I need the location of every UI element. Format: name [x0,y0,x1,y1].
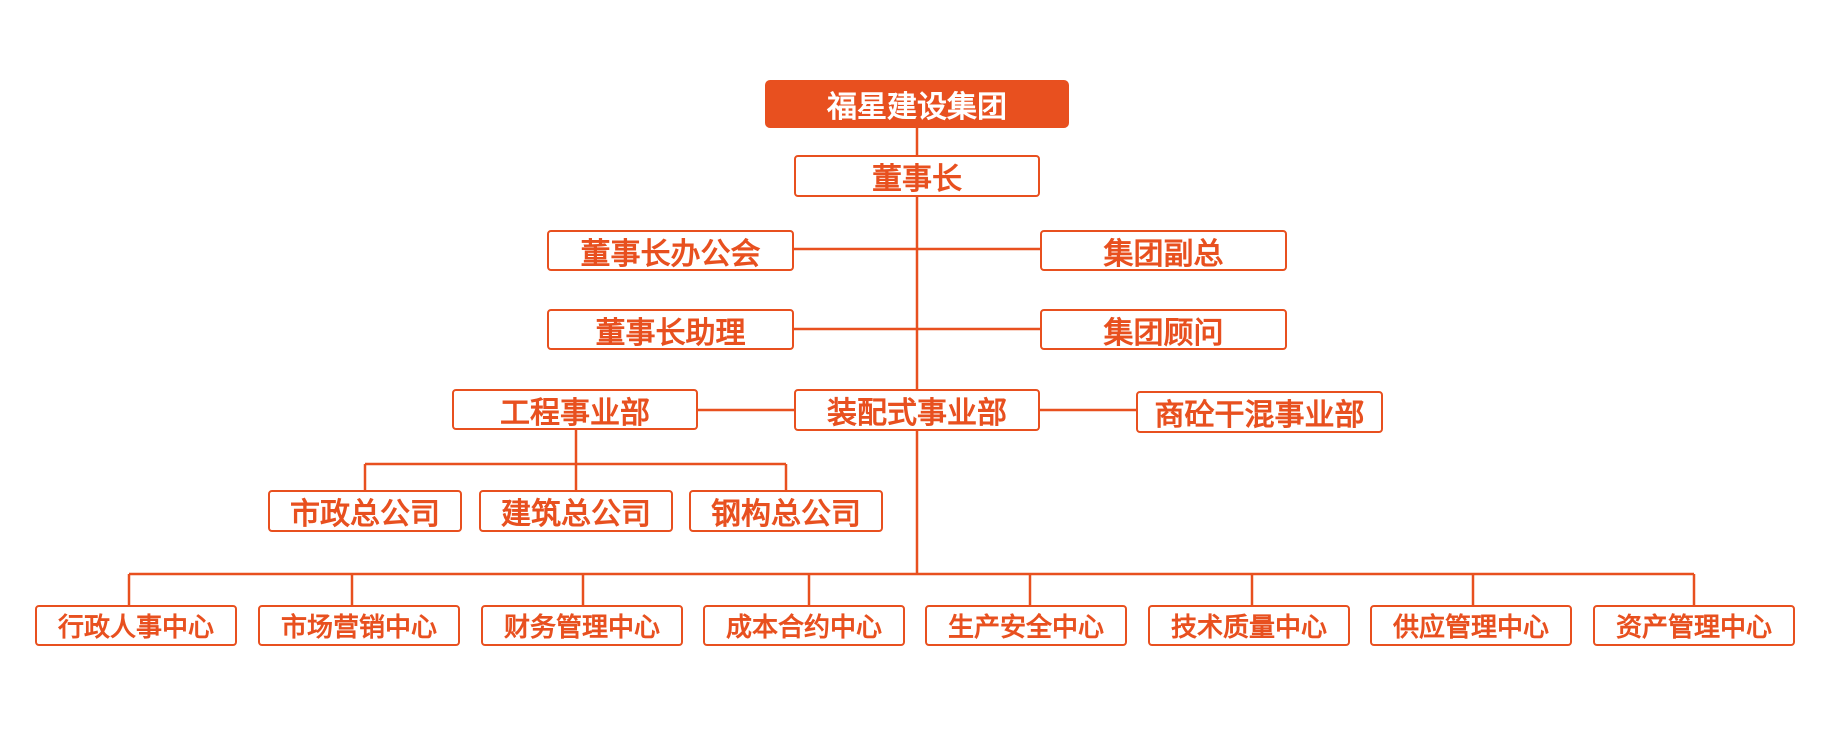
center-tech-quality: 技术质量中心 [1148,605,1350,646]
steel-company-box: 钢构总公司 [689,490,883,532]
center-finance: 财务管理中心 [481,605,683,646]
center-production-safety: 生产安全中心 [925,605,1127,646]
consultant-box: 集团顾问 [1040,309,1287,351]
center-assets: 资产管理中心 [1593,605,1795,646]
chairman-assistant-box: 董事长助理 [547,309,794,351]
chairman-box: 董事长 [794,155,1040,197]
prefab-division-box: 装配式事业部 [794,389,1040,431]
chairman-office-box: 董事长办公会 [547,230,794,272]
center-admin-hr: 行政人事中心 [35,605,237,646]
engineering-division-box: 工程事业部 [452,389,698,431]
concrete-division-box: 商砼干混事业部 [1136,391,1383,433]
vice-president-box: 集团副总 [1040,230,1287,272]
center-supply: 供应管理中心 [1370,605,1572,646]
center-marketing: 市场营销中心 [258,605,460,646]
construction-company-box: 建筑总公司 [479,490,673,532]
center-cost-contract: 成本合约中心 [703,605,905,646]
group-box: 福星建设集团 [765,80,1069,128]
municipal-company-box: 市政总公司 [268,490,462,532]
